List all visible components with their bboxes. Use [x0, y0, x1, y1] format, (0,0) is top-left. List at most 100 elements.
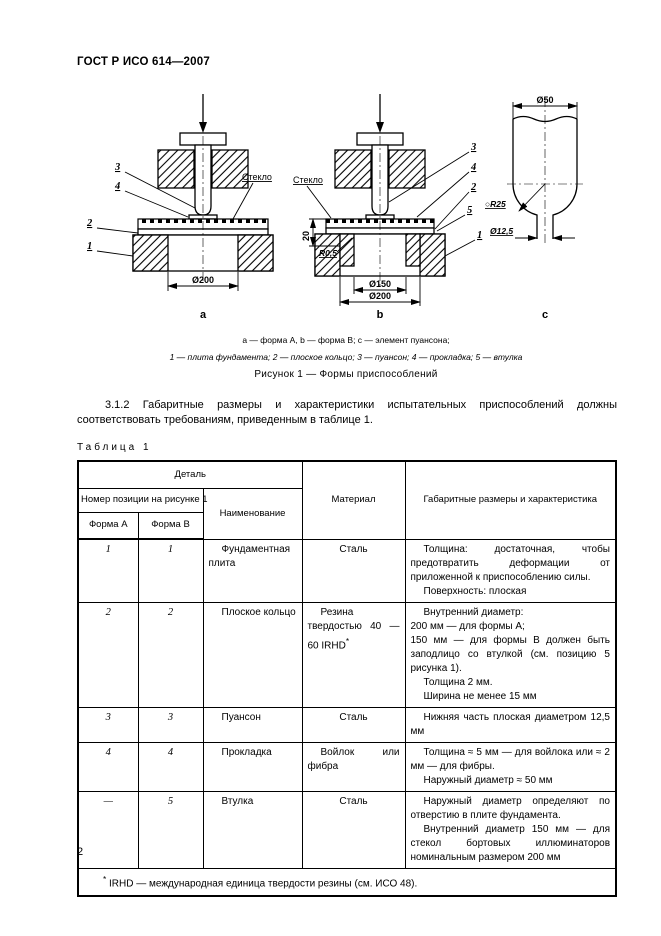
cell-form-a: —	[77, 790, 139, 869]
guide-block-right	[388, 149, 426, 189]
leader-line	[336, 237, 353, 253]
form-a-letter: a	[200, 309, 207, 321]
characteristic: Толщина 2 мм.	[423, 676, 493, 688]
characteristic: 150 мм — для формы В должен быть заподли…	[410, 634, 611, 674]
footnote-marker: *	[345, 635, 350, 646]
callout-4: 4	[470, 162, 476, 173]
bushing-wall-right	[405, 233, 421, 267]
force-arrowhead	[376, 122, 384, 133]
header-detail: Деталь	[77, 460, 303, 489]
glass-label-b: Стекло	[293, 175, 323, 185]
fixture-forms-drawing: Ø200 3 4 2 1 Стекло a	[86, 94, 583, 321]
leader-line	[96, 250, 134, 257]
callout-1: 1	[87, 241, 92, 252]
characteristic: Толщина ≈ 5 мм — для войлока или ≈ 2 мм …	[410, 746, 611, 772]
header-form-b: Форма В	[137, 511, 204, 540]
header-dimensions: Габаритные размеры и характеристика	[404, 460, 617, 540]
header-material: Материал	[301, 460, 406, 540]
cell-form-a: 4	[77, 741, 139, 792]
paragraph-3-1-2: 3.1.2 Габаритные размеры и характеристик…	[77, 399, 617, 426]
dim-d200-b: Ø200	[369, 291, 391, 301]
dim-r05: R0,5	[319, 248, 337, 258]
cell-form-a: 1	[77, 538, 139, 603]
cell-form-b: 2	[137, 601, 204, 708]
callout-1: 1	[477, 230, 482, 241]
form-a-drawing: Ø200 3 4 2 1 Стекло a	[86, 94, 274, 321]
cell-material: Сталь	[301, 538, 406, 603]
characteristic: Ширина не менее 15 мм	[423, 690, 537, 702]
table-1: Деталь Материал Габаритные размеры и хар…	[77, 460, 617, 897]
leader-line	[306, 185, 332, 219]
characteristic: Внутренний диаметр:	[423, 606, 524, 618]
footnote-text: IRHD — международная единица твердости р…	[109, 877, 418, 889]
cell-material: Сталь	[301, 790, 406, 869]
characteristic: Наружный диаметр определяют по отверстию…	[410, 795, 611, 821]
figure-title: Рисунок 1 — Формы приспособлений	[254, 369, 438, 380]
characteristic: Нижняя часть плоская диаметром 12,5 мм	[410, 711, 611, 737]
callout-3: 3	[470, 142, 476, 153]
bushing-wall-left	[339, 233, 355, 267]
header-name: Наименование	[202, 487, 303, 540]
material-text: Резина твердостью 40 — 60 IRHD	[307, 606, 400, 651]
callout-2: 2	[470, 182, 477, 193]
figure-1: Ø200 3 4 2 1 Стекло a	[85, 86, 612, 332]
cell-material: Войлок или фибра	[301, 741, 406, 792]
characteristic: Толщина: достаточная, чтобы предотвратит…	[410, 543, 611, 583]
leader-line	[416, 171, 470, 218]
cell-material: Резина твердостью 40 — 60 IRHD*	[301, 601, 406, 708]
form-b-letter: b	[377, 309, 384, 321]
cell-name: Плоское кольцо	[202, 601, 303, 708]
cell-characteristics: Толщина: достаточная, чтобы предотвратит…	[404, 538, 617, 603]
plate-wall-right	[237, 234, 274, 272]
cell-form-b: 5	[137, 790, 204, 869]
cell-characteristics: Внутренний диаметр: 200 мм — для формы А…	[404, 601, 617, 708]
guide-block-right	[211, 149, 249, 189]
table-row: 3 3 Пуансон Сталь Нижняя часть плоская д…	[77, 706, 617, 743]
table-footnote-row: * IRHD — международная единица твердости…	[77, 867, 617, 897]
footnote-marker: *	[103, 873, 107, 884]
table-row: 1 1 Фундаментная плита Сталь Толщина: до…	[77, 538, 617, 603]
cell-name: Втулка	[202, 790, 303, 869]
header-position-number: Номер позиции на рисунке 1	[77, 487, 208, 513]
table-label: Таблица 1	[77, 442, 152, 453]
plate-wall-left	[132, 234, 169, 272]
cell-characteristics: Толщина ≈ 5 мм — для войлока или ≈ 2 мм …	[404, 741, 617, 792]
punch-element-drawing: Ø50 ○R25 Ø12,5 c	[485, 95, 583, 321]
characteristic: Поверхность: плоская	[423, 585, 527, 597]
cell-material: Сталь	[301, 706, 406, 743]
leader-line	[124, 171, 196, 209]
guide-block-left	[334, 149, 372, 189]
leader-line	[124, 190, 189, 218]
page-number: 2	[77, 846, 84, 858]
radius-line	[518, 183, 546, 212]
form-b-drawing: 20 R0,5 Ø150 Ø200 Стекло	[293, 94, 482, 321]
plate-wall-right	[419, 233, 446, 277]
form-c-letter: c	[542, 309, 548, 321]
table-row: 2 2 Плоское кольцо Резина твердостью 40 …	[77, 601, 617, 708]
punch-body-right	[552, 119, 578, 239]
characteristic: Внутренний диаметр 150 мм — для стекол б…	[410, 823, 611, 863]
cell-name: Фундаментная плита	[202, 538, 303, 603]
callout-3: 3	[114, 162, 120, 173]
cell-form-b: 1	[137, 538, 204, 603]
cell-name: Пуансон	[202, 706, 303, 743]
table-row: 4 4 Прокладка Войлок или фибра Толщина ≈…	[77, 741, 617, 792]
cell-form-b: 4	[137, 741, 204, 792]
dim-d125: Ø12,5	[490, 226, 513, 236]
punch-body-left	[512, 119, 538, 239]
header-form-a: Форма А	[77, 511, 139, 540]
plate-wall-left	[314, 233, 341, 277]
characteristic: Наружный диаметр ≈ 50 мм	[423, 774, 553, 786]
cell-form-a: 3	[77, 706, 139, 743]
dim-d200-a: Ø200	[192, 275, 214, 285]
page-header: ГОСТ Р ИСО 614—2007	[77, 56, 210, 68]
dim-r25: ○R25	[485, 199, 506, 209]
glass-label-a: Стекло	[242, 172, 272, 182]
figure-caption-parts: 1 — плита фундамента; 2 — плоское кольцо…	[169, 352, 523, 362]
leader-line	[232, 182, 254, 220]
cell-form-a: 2	[77, 601, 139, 708]
callout-4: 4	[114, 181, 120, 192]
table-footnote: * IRHD — международная единица твердости…	[77, 867, 617, 897]
characteristic: 200 мм — для формы А;	[410, 620, 525, 632]
